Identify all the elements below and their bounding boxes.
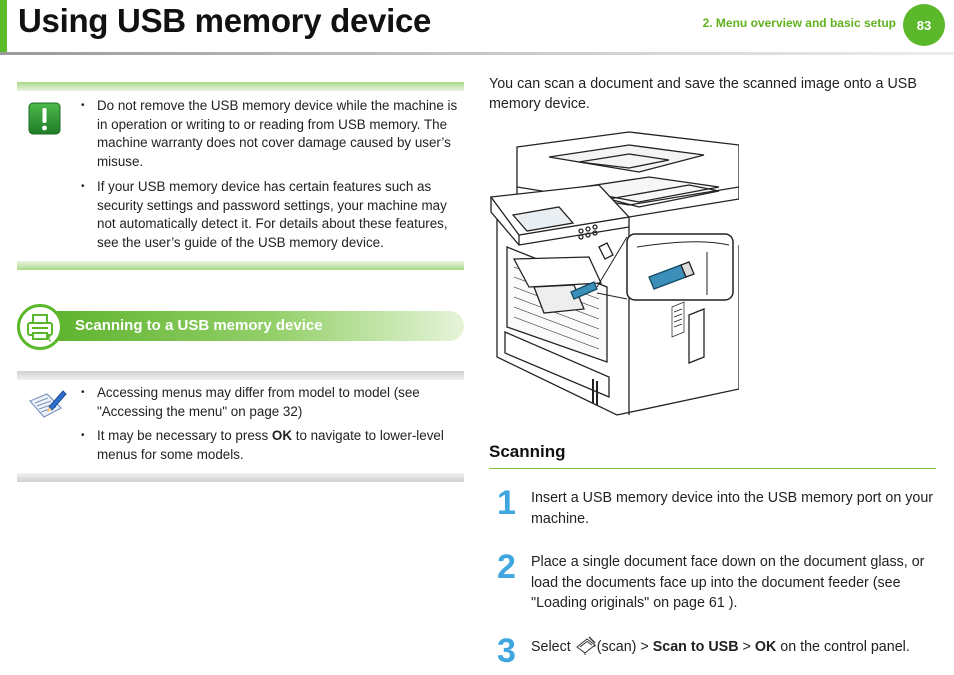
pencil-note-icon bbox=[27, 387, 67, 423]
step-text: Insert a USB memory device into the USB … bbox=[531, 490, 934, 527]
caution-box-top-bar bbox=[17, 82, 464, 91]
scan-to-usb-keyword: Scan to USB bbox=[652, 639, 739, 655]
scanning-heading-rule bbox=[489, 468, 936, 469]
section-breadcrumb[interactable]: 2. Menu overview and basic setup bbox=[702, 16, 896, 30]
step-number: 2 bbox=[497, 548, 516, 586]
caution-box: Do not remove the USB memory device whil… bbox=[17, 82, 464, 270]
page-number-badge: 83 bbox=[903, 4, 945, 46]
exclamation-icon bbox=[28, 102, 61, 135]
scanner-icon bbox=[17, 304, 63, 350]
note-item: It may be necessary to press OK to navig… bbox=[81, 427, 462, 464]
caution-list: Do not remove the USB memory device whil… bbox=[81, 97, 462, 259]
caution-item: If your USB memory device has certain fe… bbox=[81, 178, 462, 253]
header-divider bbox=[0, 52, 954, 55]
scan-icon bbox=[575, 635, 597, 655]
header-accent-bar bbox=[0, 0, 7, 52]
step-text: Select (scan) > Scan to USB > OK on the … bbox=[531, 635, 941, 658]
scan-to-usb-heading: Scanning to a USB memory device bbox=[17, 304, 464, 350]
note-box: Accessing menus may differ from model to… bbox=[17, 371, 464, 482]
page-title: Using USB memory device bbox=[18, 2, 432, 39]
note-item: Accessing menus may differ from model to… bbox=[81, 384, 462, 421]
printer-illustration bbox=[489, 127, 740, 419]
scan-heading-label: Scanning to a USB memory device bbox=[75, 317, 323, 334]
step-number: 3 bbox=[497, 632, 516, 670]
caution-box-bottom-bar bbox=[17, 261, 464, 270]
caution-item: Do not remove the USB memory device whil… bbox=[81, 97, 462, 172]
note-box-top-bar bbox=[17, 371, 464, 380]
intro-paragraph: You can scan a document and save the sca… bbox=[489, 76, 917, 112]
note-box-bottom-bar bbox=[17, 473, 464, 482]
scan-heading-pill: Scanning to a USB memory device bbox=[43, 311, 464, 341]
scanning-heading: Scanning bbox=[489, 442, 566, 461]
step-text: Place a single document face down on the… bbox=[531, 554, 925, 611]
step-number: 1 bbox=[497, 484, 516, 522]
ok-keyword: OK bbox=[271, 428, 292, 444]
note-list: Accessing menus may differ from model to… bbox=[81, 384, 462, 471]
ok-keyword: OK bbox=[754, 639, 777, 655]
